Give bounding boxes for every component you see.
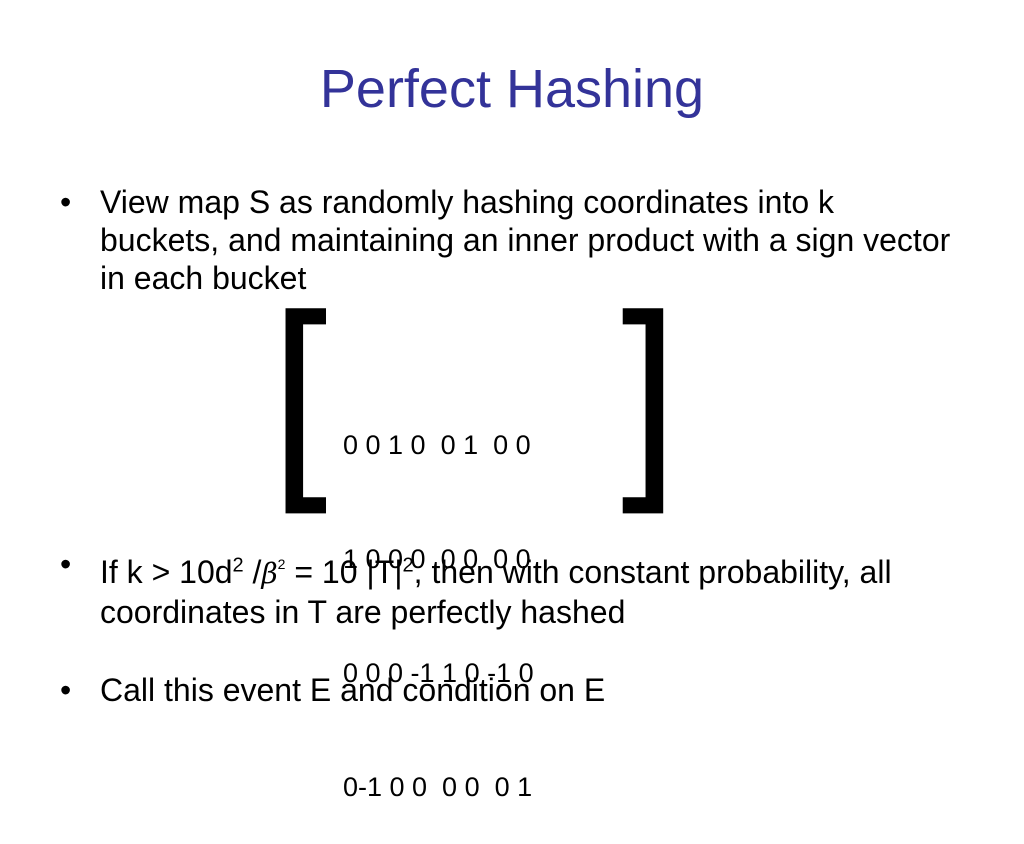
exponent-d: 2 — [232, 554, 244, 577]
exponent-t: 2 — [402, 554, 414, 577]
bullet-dot: • — [60, 672, 72, 708]
matrix-row-1: 0 0 1 0 0 1 0 0 — [343, 430, 531, 460]
matrix-row-2: 1 0 0 0 0 0 0 0 — [343, 544, 531, 574]
condition-text-end: , then with constant probability, all co… — [100, 554, 892, 630]
bullet-text-3: Call this event E and condition on E — [100, 672, 606, 708]
bullet-item-3: • Call this event E and condition on E — [60, 671, 960, 709]
bullet-item-1: • View map S as randomly hashing coordin… — [60, 183, 960, 297]
bullet-item-2: • If k > 10d2 /β2 = 10 |T|2, then with c… — [60, 545, 960, 631]
bullet-text-2: If k > 10d2 /β2 = 10 |T|2, then with con… — [100, 545, 960, 631]
slide-title: Perfect Hashing — [319, 59, 705, 119]
exponent-beta: 2 — [277, 556, 286, 572]
bullet-dot: • — [60, 184, 72, 220]
matrix-row-4: 0-1 0 0 0 0 0 1 — [343, 772, 533, 802]
fraction-slash: / — [243, 554, 262, 590]
condition-text-start: If k > 10d — [100, 554, 233, 590]
bullet-dot: • — [60, 546, 72, 582]
matrix-right-bracket: ] — [603, 271, 681, 538]
matrix-row-3: 0 0 0 -1 1 0 -1 0 — [343, 658, 534, 688]
matrix-left-bracket: [ — [268, 271, 346, 538]
beta-symbol: β — [261, 557, 278, 590]
bullet-text-1: View map S as randomly hashing coordinat… — [100, 184, 951, 296]
condition-text-mid: = 10 |T| — [285, 554, 403, 590]
